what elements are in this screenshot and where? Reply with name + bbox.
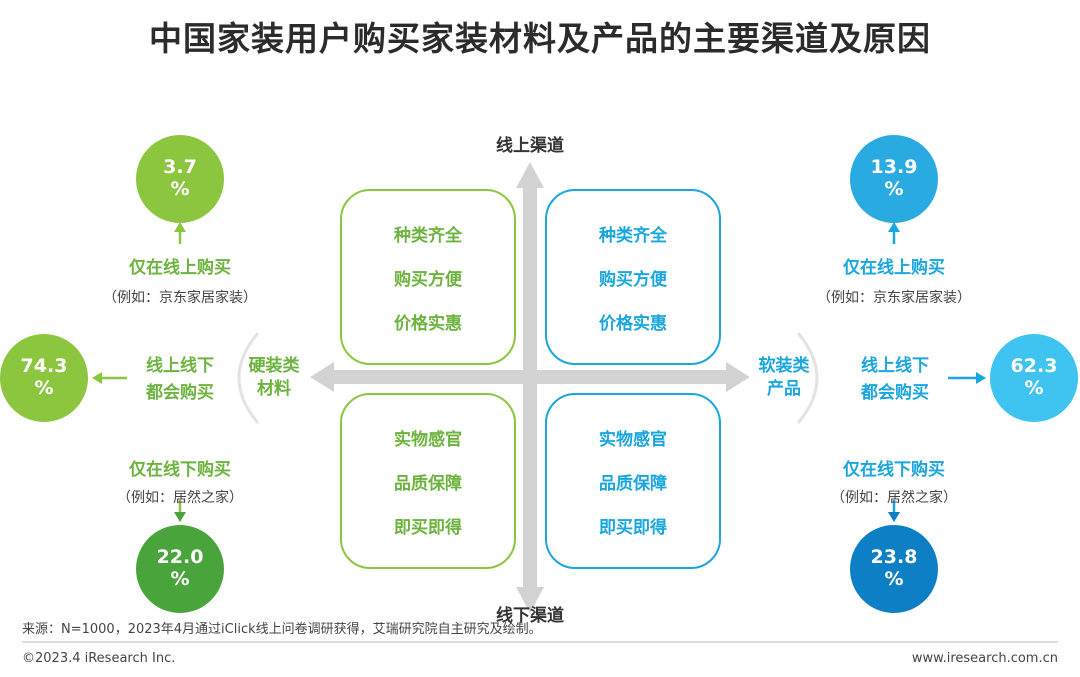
category-line: 材料 <box>257 378 291 399</box>
hard-offline-only-circle: 22.0 % <box>136 525 224 613</box>
reason-item: 种类齐全 <box>394 225 462 246</box>
quadrant-top-right: 种类齐全 购买方便 价格实惠 <box>545 189 721 365</box>
hard-both-label: 线上线下 都会购买 <box>130 353 230 407</box>
reason-item: 品质保障 <box>599 473 667 494</box>
category-line: 软装类 <box>758 356 810 376</box>
axis-arrows <box>310 162 750 613</box>
category-soft-products: 软装类 产品 <box>748 355 820 401</box>
down-arrow-head <box>516 587 544 613</box>
left-small-arrows <box>92 222 186 522</box>
soft-offline-only-label: 仅在线下购买 <box>843 460 945 480</box>
percent-value: 74.3 <box>20 355 68 378</box>
right-arrow-head <box>726 362 750 392</box>
reason-item: 品质保障 <box>394 473 462 494</box>
soft-online-only-label: 仅在线上购买 <box>843 258 945 278</box>
soft-both-circle: 62.3 % <box>990 334 1078 422</box>
reason-item: 即买即得 <box>394 517 462 538</box>
quadrant-top-left: 种类齐全 购买方便 价格实惠 <box>340 189 516 365</box>
up-arrow-head <box>516 162 544 188</box>
soft-online-only-circle: 13.9 % <box>850 135 938 223</box>
reason-item: 价格实惠 <box>599 313 667 334</box>
hard-online-only-label: 仅在线上购买 <box>129 258 231 278</box>
category-line: 硬装类 <box>248 356 300 376</box>
right-small-arrows <box>888 222 986 522</box>
soft-both-label: 线上线下 都会购买 <box>845 353 945 407</box>
left-arrow-head <box>310 362 334 392</box>
category-line: 产品 <box>767 378 801 399</box>
source-note: 来源：N=1000，2023年4月通过iClick线上问卷调研获得，艾瑞研究院自… <box>22 622 542 637</box>
percent-unit: % <box>34 377 54 399</box>
percent-value: 22.0 <box>156 546 204 569</box>
percent-unit: % <box>1024 377 1044 399</box>
percent-unit: % <box>170 568 190 590</box>
label-line: 线上线下 <box>146 356 214 376</box>
reason-item: 价格实惠 <box>394 313 462 334</box>
percent-value: 13.9 <box>870 156 918 179</box>
label-line: 线上线下 <box>861 356 929 376</box>
soft-offline-only-example: （例如：居然之家） <box>831 490 957 506</box>
hard-offline-only-example: （例如：居然之家） <box>117 490 243 506</box>
reason-item: 种类齐全 <box>599 225 667 246</box>
hard-online-only-circle: 3.7 % <box>136 135 224 223</box>
percent-unit: % <box>884 178 904 200</box>
hard-both-circle: 74.3 % <box>0 334 88 422</box>
quadrant-bottom-left: 实物感官 品质保障 即买即得 <box>340 393 516 569</box>
reason-item: 实物感官 <box>394 429 462 450</box>
reason-item: 即买即得 <box>599 517 667 538</box>
label-line: 都会购买 <box>146 383 214 404</box>
axis-label-offline: 线下渠道 <box>496 606 564 626</box>
percent-value: 23.8 <box>870 546 918 569</box>
left-arc <box>237 332 260 424</box>
percent-unit: % <box>884 568 904 590</box>
vertical-axis-line <box>523 185 537 590</box>
category-hard-materials: 硬装类 材料 <box>238 355 310 401</box>
axis-label-online: 线上渠道 <box>496 136 564 156</box>
website-link[interactable]: www.iresearch.com.cn <box>911 651 1058 666</box>
soft-online-only-example: （例如：京东家居家装） <box>817 290 971 306</box>
horizontal-axis-line <box>330 370 730 384</box>
reason-item: 购买方便 <box>599 269 667 290</box>
right-arc <box>796 332 819 424</box>
soft-offline-only-circle: 23.8 % <box>850 525 938 613</box>
percent-unit: % <box>170 178 190 200</box>
reason-item: 购买方便 <box>394 269 462 290</box>
hard-online-only-example: （例如：京东家居家装） <box>103 290 257 306</box>
copyright: ©2023.4 iResearch Inc. <box>22 651 176 666</box>
percent-value: 62.3 <box>1010 355 1058 378</box>
quadrant-bottom-right: 实物感官 品质保障 即买即得 <box>545 393 721 569</box>
label-line: 都会购买 <box>861 383 929 404</box>
reason-item: 实物感官 <box>599 429 667 450</box>
page-title: 中国家装用户购买家装材料及产品的主要渠道及原因 <box>149 19 931 58</box>
percent-value: 3.7 <box>163 156 197 179</box>
hard-offline-only-label: 仅在线下购买 <box>129 460 231 480</box>
